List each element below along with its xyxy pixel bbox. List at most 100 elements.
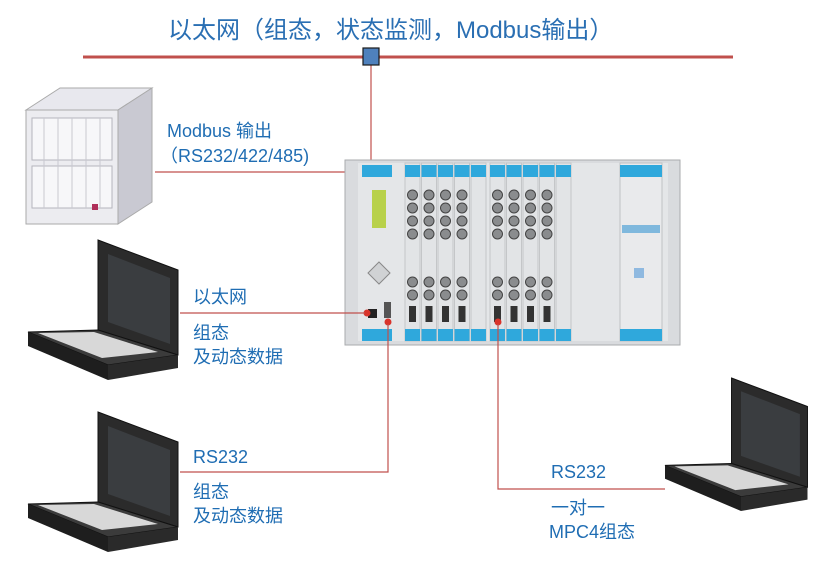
card-top-label [471, 165, 486, 177]
bnc-connector [407, 276, 418, 288]
db9-connector [442, 306, 449, 322]
bnc-connector [508, 289, 520, 301]
bnc-connector [440, 202, 451, 214]
card-top-label [454, 165, 470, 177]
rs232-left-line [180, 324, 389, 473]
bnc-connector [492, 289, 503, 301]
db9-connector [527, 306, 534, 322]
laptop-side [108, 355, 178, 380]
bnc-connector [541, 189, 553, 201]
laptop-front [665, 465, 741, 511]
rs232-right-line [497, 324, 665, 490]
bnc-connector [508, 189, 520, 201]
bnc-connector [508, 228, 520, 240]
config-label-2: 组态 [193, 482, 229, 502]
bnc-connector [440, 215, 451, 227]
rack-card [470, 162, 487, 342]
laptop-keyboard [38, 332, 158, 358]
card-top-label [405, 165, 420, 177]
bnc-connector [492, 189, 503, 201]
dynamic-data-label-2: 及动态数据 [193, 506, 283, 526]
laptop-keyboard [674, 465, 789, 491]
rs232-right-label: RS232 [551, 462, 607, 482]
db9-connector [409, 306, 416, 322]
modbus-ports-label: （RS232/422/485) [160, 146, 310, 166]
db9-connector [458, 306, 466, 322]
bnc-connector [423, 215, 435, 227]
bnc-connector [541, 215, 553, 227]
laptop-front [28, 504, 108, 552]
mpc4-rack [344, 159, 681, 346]
bnc-connector [407, 189, 418, 201]
bnc-connector [525, 228, 536, 240]
one-to-one-label: 一对一 [551, 498, 605, 518]
bnc-connector [541, 228, 553, 240]
card-top-label [556, 165, 571, 177]
mpc4-config-label: MPC4组态 [549, 522, 636, 542]
rs232-left-label: RS232 [193, 447, 249, 467]
bnc-connector [456, 202, 468, 214]
bnc-connector [456, 276, 468, 288]
bnc-connector [440, 276, 451, 288]
bnc-connector [440, 228, 451, 240]
db9-connector [494, 306, 501, 322]
dynamic-data-label-1: 及动态数据 [193, 347, 283, 367]
rack-card [555, 162, 572, 342]
bnc-connector [525, 276, 536, 288]
laptop-keyboard [38, 504, 158, 530]
card-bottom-label [539, 329, 555, 341]
bnc-connector [456, 289, 468, 301]
card-top-label [539, 165, 555, 177]
card-top-label [421, 165, 437, 177]
bnc-connector [492, 276, 503, 288]
card-top-label [438, 165, 453, 177]
bnc-connector [508, 215, 520, 227]
bnc-connector [525, 289, 536, 301]
card-top-label [506, 165, 522, 177]
card-bottom-label [523, 329, 538, 341]
modbus-output-label: Modbus 输出 [167, 121, 273, 141]
rs232-port-dot-right [494, 318, 502, 326]
bnc-connector [492, 202, 503, 214]
card-bottom-label [454, 329, 470, 341]
bnc-connector [456, 189, 468, 201]
laptop-icon-ethernet [27, 239, 179, 380]
bnc-connector [440, 289, 451, 301]
laptop-screen [741, 391, 800, 477]
laptop-icon-rs232 [27, 411, 179, 552]
laptop-front [28, 332, 108, 380]
bnc-connector [541, 202, 553, 214]
laptop-screen [108, 254, 170, 344]
network-node-square [362, 47, 380, 66]
card-top-label [490, 165, 505, 177]
bnc-connector [423, 228, 435, 240]
bnc-connector [541, 276, 553, 288]
bnc-connector [440, 189, 451, 201]
bnc-connector [423, 276, 435, 288]
bnc-connector [525, 189, 536, 201]
card-bottom-label [405, 329, 420, 341]
rs232-port-dot-left [384, 318, 392, 326]
bnc-connector [423, 202, 435, 214]
bnc-connector [508, 276, 520, 288]
laptop-icon-rs232-right [664, 377, 808, 511]
bnc-connector [407, 289, 418, 301]
bnc-connector [407, 215, 418, 227]
laptop-side [108, 527, 178, 552]
bnc-connector [407, 228, 418, 240]
bnc-connector [525, 215, 536, 227]
card-top-label [523, 165, 538, 177]
card-bottom-label [506, 329, 522, 341]
card-bottom-label [421, 329, 437, 341]
config-label-1: 组态 [193, 323, 229, 343]
bnc-connector [423, 289, 435, 301]
bnc-connector [423, 189, 435, 201]
card-bottom-label [471, 329, 486, 341]
card-bottom-label [438, 329, 453, 341]
bnc-connector [541, 289, 553, 301]
bnc-connector [508, 202, 520, 214]
card-bottom-label [556, 329, 571, 341]
bnc-connector [492, 228, 503, 240]
bnc-connector [492, 215, 503, 227]
